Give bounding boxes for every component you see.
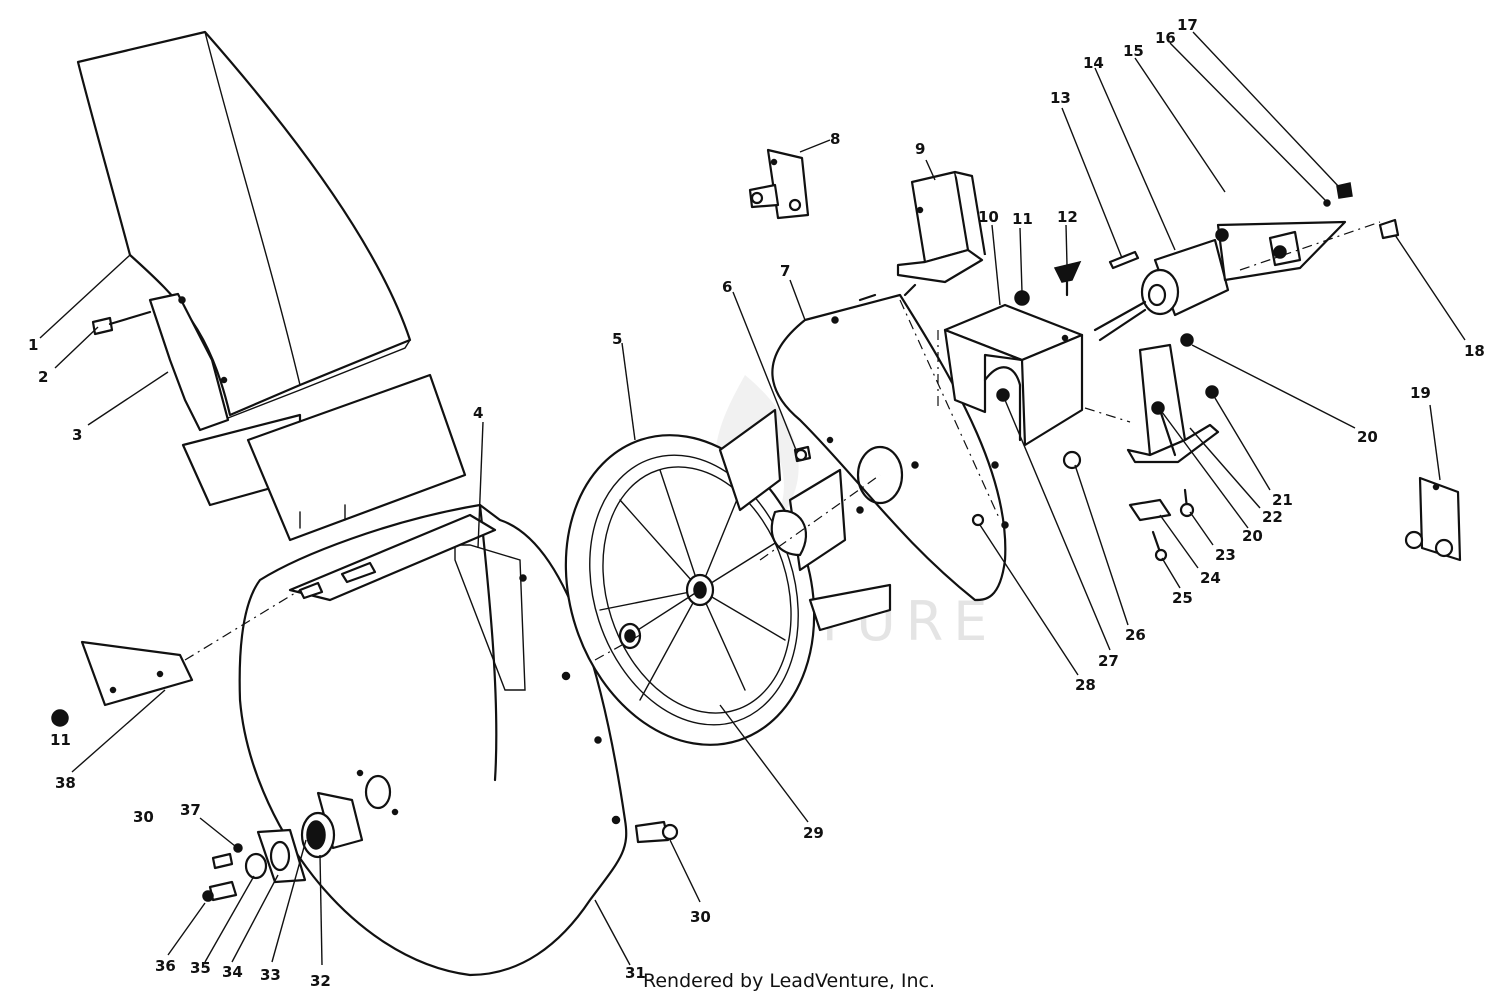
callout-30-right: 30 <box>690 908 711 926</box>
callout-27: 27 <box>1098 652 1119 670</box>
actuator-part-14 <box>1093 238 1230 342</box>
bracket-part-19 <box>1404 476 1462 562</box>
callout-11-bottom: 11 <box>50 731 71 749</box>
callout-3: 3 <box>72 426 82 444</box>
nut-part-27 <box>996 388 1010 402</box>
callout-5: 5 <box>612 330 622 348</box>
callout-34: 34 <box>222 963 243 981</box>
callout-17: 17 <box>1177 16 1198 34</box>
screw-part-6 <box>793 436 834 463</box>
callout-labels: 1 2 3 4 5 6 7 8 9 10 11 12 13 14 15 16 1… <box>28 16 1485 990</box>
screw-part-17 <box>1336 182 1353 199</box>
callout-4: 4 <box>473 404 483 422</box>
callout-1: 1 <box>28 336 38 354</box>
impeller-wheel-part <box>564 408 892 746</box>
callout-12: 12 <box>1057 208 1078 226</box>
discharge-chute-part <box>76 30 412 419</box>
callout-32: 32 <box>310 972 331 990</box>
screw-part-25 <box>1151 530 1168 562</box>
alignment-lines <box>184 221 1381 661</box>
callout-33: 33 <box>260 966 281 984</box>
bracket-part-8 <box>748 148 810 220</box>
callout-6: 6 <box>722 278 732 296</box>
screw-part-23 <box>1179 488 1195 518</box>
ring-part-28 <box>971 513 985 527</box>
callout-11-top: 11 <box>1012 210 1033 228</box>
callout-18: 18 <box>1464 342 1485 360</box>
callout-8: 8 <box>830 130 840 148</box>
wing-screw-part-12 <box>1053 260 1082 297</box>
nut-part-20 <box>1180 333 1194 347</box>
callout-10: 10 <box>978 208 999 226</box>
deflector-plate-part <box>80 640 194 707</box>
callout-2: 2 <box>38 368 48 386</box>
callout-7: 7 <box>780 262 790 280</box>
clip-part-24 <box>1128 498 1172 522</box>
callout-20-top: 20 <box>1357 428 1378 446</box>
callout-29: 29 <box>803 824 824 842</box>
callout-21: 21 <box>1272 491 1293 509</box>
callout-14: 14 <box>1083 54 1104 72</box>
callout-19: 19 <box>1410 384 1431 402</box>
bracket-part-9 <box>896 170 987 284</box>
bearing-assembly-parts <box>202 769 399 902</box>
callout-38: 38 <box>55 774 76 792</box>
back-plate-part <box>771 283 1009 602</box>
footer-credit: Rendered by LeadVenture, Inc. <box>643 970 936 992</box>
callout-28: 28 <box>1075 676 1096 694</box>
callout-16: 16 <box>1155 29 1176 47</box>
bolt-part-2 <box>91 310 152 336</box>
callout-30-left: 30 <box>133 808 154 826</box>
callout-15: 15 <box>1123 42 1144 60</box>
callout-25: 25 <box>1172 589 1193 607</box>
callout-23: 23 <box>1215 546 1236 564</box>
nut-part-20b <box>1151 401 1165 415</box>
callout-26: 26 <box>1125 626 1146 644</box>
screw-part-18 <box>1378 218 1400 240</box>
nut-part-11-top <box>1014 290 1030 306</box>
callout-37: 37 <box>180 801 201 819</box>
screw-part-13 <box>1108 250 1140 270</box>
callout-35: 35 <box>190 959 211 977</box>
mounting-plate-part-15 <box>1215 220 1347 282</box>
washer-part-16 <box>1323 199 1331 207</box>
callout-13: 13 <box>1050 89 1071 107</box>
chute-extension-panels <box>181 373 467 542</box>
bracket-part-10 <box>937 303 1084 447</box>
callout-24: 24 <box>1200 569 1221 587</box>
nut-part-21 <box>1205 385 1219 399</box>
bolt-part-30 <box>634 820 679 844</box>
nut-part-11 <box>51 709 69 727</box>
callout-36: 36 <box>155 957 176 975</box>
callout-9: 9 <box>915 140 925 158</box>
callout-22: 22 <box>1262 508 1283 526</box>
blower-housing-part <box>238 503 628 977</box>
chute-bracket-part <box>148 292 230 432</box>
screw-part-26 <box>1062 450 1082 470</box>
callout-20-bottom: 20 <box>1242 527 1263 545</box>
callout-31: 31 <box>625 964 646 982</box>
leader-lines <box>39 31 1466 966</box>
